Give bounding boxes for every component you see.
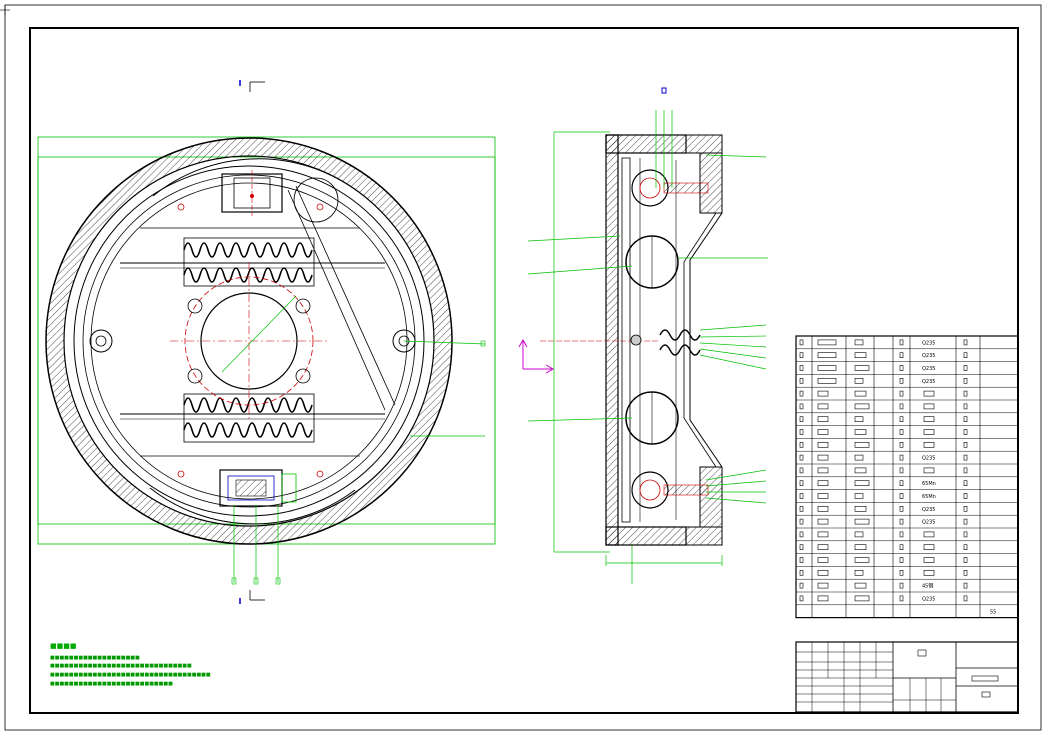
inner-frame <box>29 27 1019 714</box>
hub-bolt-circle <box>184 276 314 406</box>
technical-note-2: ■■■■■■■■■■■■■■■■■■■■■■■■■■■■■■ <box>50 663 192 669</box>
housing-left-wall <box>605 134 619 546</box>
bom-row: Q235 <box>799 365 968 372</box>
bom-row <box>799 569 968 576</box>
bom-material: Q235 <box>922 596 935 602</box>
technical-note-1: ■■■■■■■■■■■■■■■■■■■ <box>50 655 140 661</box>
bom-row <box>799 557 968 563</box>
bom-row: 45钢 <box>799 583 968 590</box>
bom-row <box>799 531 968 538</box>
bom-row: Q235 <box>799 505 968 513</box>
bom-row: Q235 <box>799 595 968 602</box>
bom-row: Q235 <box>799 352 968 359</box>
bom-material: Q235 <box>922 520 935 526</box>
bom-row: Q235 <box>799 377 968 385</box>
bom-row: Q235 <box>799 339 968 346</box>
bom-row: Q235 <box>799 454 968 462</box>
technical-note-3: ■■■■■■■■■■■■■■■■■■■■■■■■■■■■■■■■■■ <box>50 672 211 678</box>
bom-row: 65Mn <box>799 480 968 487</box>
bom-row <box>799 441 968 448</box>
bom-material: 65Mn <box>922 494 936 500</box>
bom-row <box>799 416 968 423</box>
section-view <box>518 87 768 584</box>
title-block <box>795 641 1019 713</box>
bom-table: Q235Q235Q235Q235Q23565Mn65MnQ235Q23545钢Q… <box>795 335 1019 619</box>
hub-bore <box>200 292 298 390</box>
bom-quantity-total: 55 <box>990 610 996 616</box>
bom-material: 65Mn <box>922 481 936 487</box>
bom-row: Q235 <box>799 518 968 526</box>
technical-note-4: ■■■■■■■■■■■■■■■■■■■■■■■■■■ <box>50 681 173 687</box>
bom-material: Q235 <box>922 340 935 346</box>
technical-requirements-title: ■■■■ <box>50 642 77 650</box>
outer-border <box>4 4 1042 731</box>
bom-material: Q235 <box>922 507 935 513</box>
top-actuator <box>221 170 283 216</box>
bom-material: 45钢 <box>922 583 933 590</box>
bom-row <box>799 429 968 435</box>
bom-row <box>799 390 968 397</box>
bottom-actuator <box>219 469 297 507</box>
bom-material: Q235 <box>922 456 935 462</box>
bom-row: 65Mn <box>799 493 968 500</box>
bom-material: Q235 <box>922 379 935 385</box>
bom-row <box>799 544 968 551</box>
outer-hatched-ring <box>46 138 452 544</box>
bom-row <box>799 403 968 410</box>
bom-material: Q235 <box>922 353 935 359</box>
bom-material: Q235 <box>922 366 935 372</box>
bom-row <box>799 467 968 474</box>
front-view <box>37 80 496 604</box>
